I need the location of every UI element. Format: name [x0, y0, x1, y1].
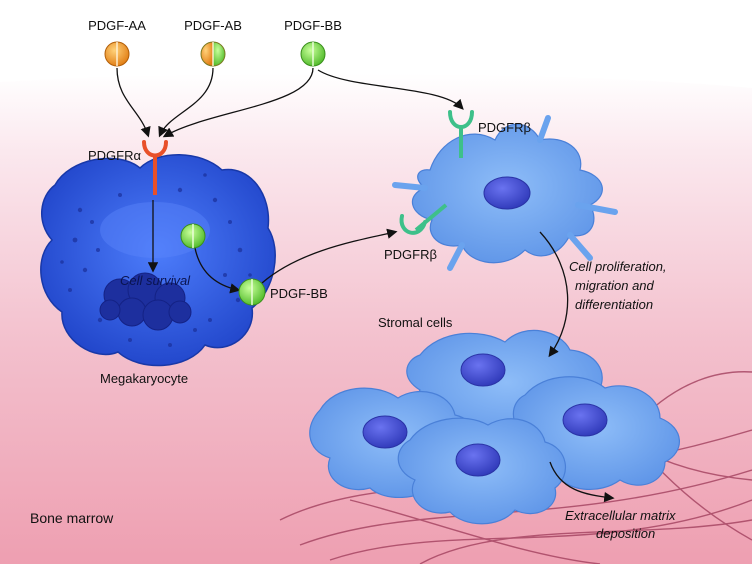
label-stromal-cells: Stromal cells [378, 315, 453, 330]
label-cell-survival: Cell survival [120, 273, 191, 288]
megakaryocyte-cell [40, 154, 276, 367]
arrow-ecm [549, 461, 615, 503]
label-ecm-2: deposition [596, 526, 655, 541]
arrow-bb-to-beta-top [317, 69, 464, 110]
pdgf-ab-ball [200, 41, 226, 67]
label-pdgfr-beta-mid: PDGFRβ [384, 247, 437, 262]
stromal-cell-cluster [309, 329, 680, 525]
label-proliferation-1: Cell proliferation, [569, 259, 667, 274]
arrow-granule-to-bb [194, 247, 241, 294]
label-pdgfr-alpha: PDGFRα [88, 148, 142, 163]
label-pdgf-aa: PDGF-AA [88, 18, 146, 33]
label-ecm-1: Extracellular matrix [565, 508, 676, 523]
label-pdgf-ab: PDGF-AB [184, 18, 242, 33]
pdgf-bb-ball-intracellular [180, 223, 206, 249]
label-pdgfr-beta-top: PDGFRβ [478, 120, 531, 135]
stromal-cell-top [392, 115, 618, 271]
pdgf-bb-ball-top [300, 41, 326, 67]
label-proliferation-2: migration and [575, 278, 655, 293]
label-pdgf-bb-top: PDGF-BB [284, 18, 342, 33]
label-megakaryocyte: Megakaryocyte [100, 371, 188, 386]
label-proliferation-3: differentiation [575, 297, 653, 312]
pdgfr-beta-receptor-top [448, 110, 474, 158]
label-bone-marrow: Bone marrow [30, 510, 114, 526]
pdgf-bb-ball-secreted [238, 278, 266, 306]
signaling-arrows [116, 67, 615, 503]
label-pdgf-bb-secreted: PDGF-BB [270, 286, 328, 301]
arrow-proliferation [539, 231, 569, 358]
stromal-nucleus-top [483, 176, 531, 210]
pdgf-aa-ball [104, 41, 130, 67]
arrow-aa-to-alpha [116, 67, 151, 138]
arrow-bb-to-beta-mid [261, 228, 398, 284]
megakaryocyte-nucleus [99, 272, 192, 331]
pdgfr-alpha-receptor [142, 140, 168, 195]
arrow-bb-to-alpha [162, 67, 314, 138]
megakaryocyte-granules [60, 173, 252, 347]
pdgfr-beta-receptor-mid [399, 203, 448, 235]
